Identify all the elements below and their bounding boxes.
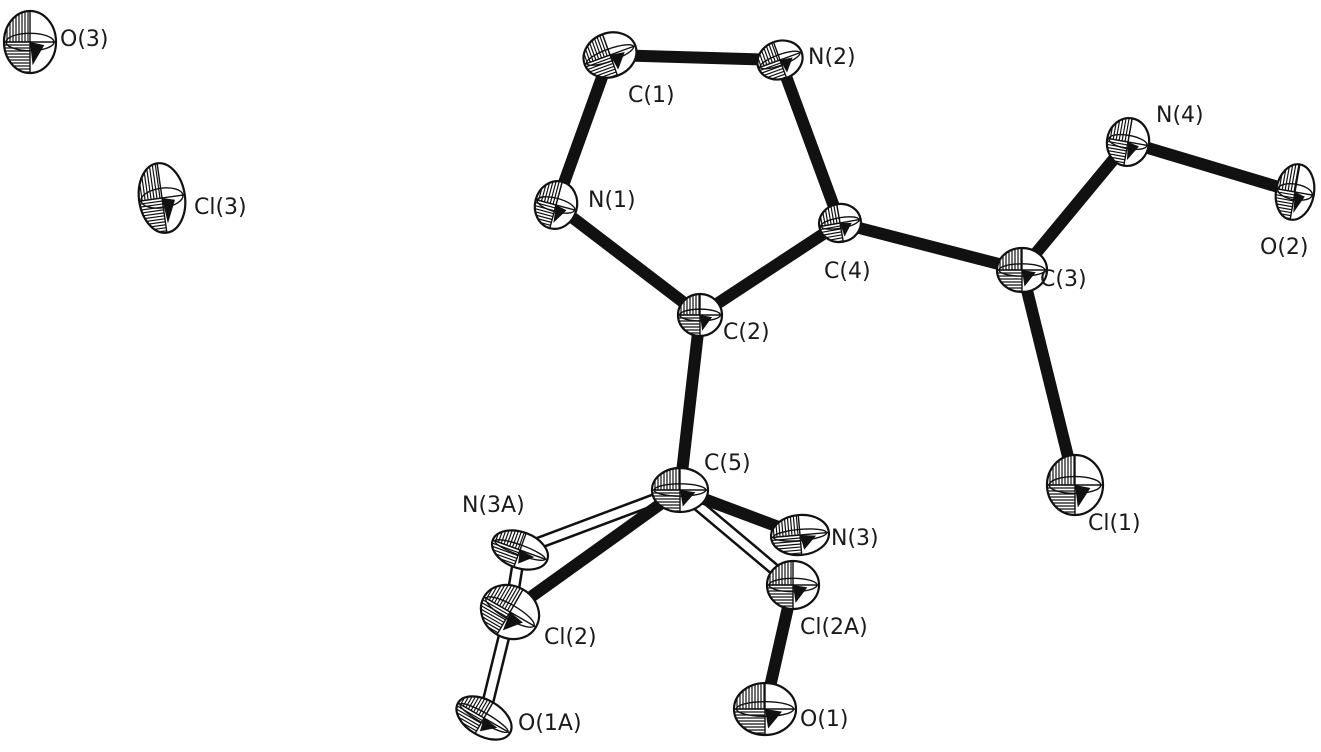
atom-label-o1: O(1) <box>800 707 848 732</box>
atom-c2-ellipsoid <box>676 292 724 338</box>
atom-c1-ellipsoid <box>577 31 638 85</box>
open-bond-c5-n3a <box>517 483 683 557</box>
atom-label-n3: N(3) <box>831 526 879 551</box>
atom-label-o2: O(2) <box>1260 235 1308 260</box>
atom-label-n2: N(2) <box>808 45 856 70</box>
atom-o1a-ellipsoid <box>449 687 513 741</box>
atom-label-c1: C(1) <box>628 83 675 108</box>
labels-layer: O(3) Cl(3) C(1) N(2) N(1) N(4) O(2) C(4) C(3) C(2… <box>60 27 1308 736</box>
bond-c1-n1 <box>550 52 616 208</box>
atom-o1-ellipsoid <box>732 681 798 737</box>
bond-c2-c5 <box>674 314 706 491</box>
bond-n1-c2 <box>552 200 704 320</box>
atom-cl1-ellipsoid <box>1045 453 1105 517</box>
bond-c4-c3 <box>838 217 1024 276</box>
atom-label-n1: N(1) <box>588 188 636 213</box>
atom-label-c4: C(4) <box>824 259 871 284</box>
atom-label-cl2: Cl(2) <box>544 625 597 650</box>
atom-cl2a-ellipsoid <box>765 559 821 611</box>
bond-c5-cl2 <box>506 485 684 617</box>
atom-label-o1a: O(1A) <box>518 711 582 736</box>
solid-bonds-layer <box>506 49 1297 711</box>
atom-label-n3a: N(3A) <box>462 493 525 518</box>
atom-n1-ellipsoid <box>529 176 579 230</box>
atom-n3-ellipsoid <box>769 513 831 557</box>
atom-label-c2: C(2) <box>723 320 770 345</box>
atom-c5-ellipsoid <box>650 466 710 514</box>
bond-n4-o2 <box>1126 136 1297 198</box>
atom-o3-ellipsoid <box>2 9 58 75</box>
atom-o2-ellipsoid <box>1271 161 1316 221</box>
bond-c2-c4 <box>696 217 844 321</box>
atom-label-c3: C(3) <box>1040 267 1087 292</box>
atom-n4-ellipsoid <box>1103 114 1151 168</box>
bond-n2-c4 <box>774 57 846 226</box>
atom-label-cl2a: Cl(2A) <box>800 615 868 640</box>
atom-label-cl1: Cl(1) <box>1088 511 1141 536</box>
bond-c1-n2 <box>609 49 781 66</box>
atom-cl2-ellipsoid <box>471 574 541 641</box>
atoms-layer <box>2 9 1316 741</box>
atom-label-c5: C(5) <box>704 451 751 476</box>
atom-label-cl3: Cl(3) <box>194 195 247 220</box>
atom-label-o3: O(3) <box>60 27 108 52</box>
bond-c3-cl1 <box>1016 268 1081 487</box>
atom-label-n4: N(4) <box>1156 103 1204 128</box>
atom-cl3-ellipsoid <box>134 162 187 235</box>
atom-n3a-ellipsoid <box>486 523 550 571</box>
bond-c3-n4 <box>1017 138 1133 274</box>
atom-n2-ellipsoid <box>751 39 804 86</box>
